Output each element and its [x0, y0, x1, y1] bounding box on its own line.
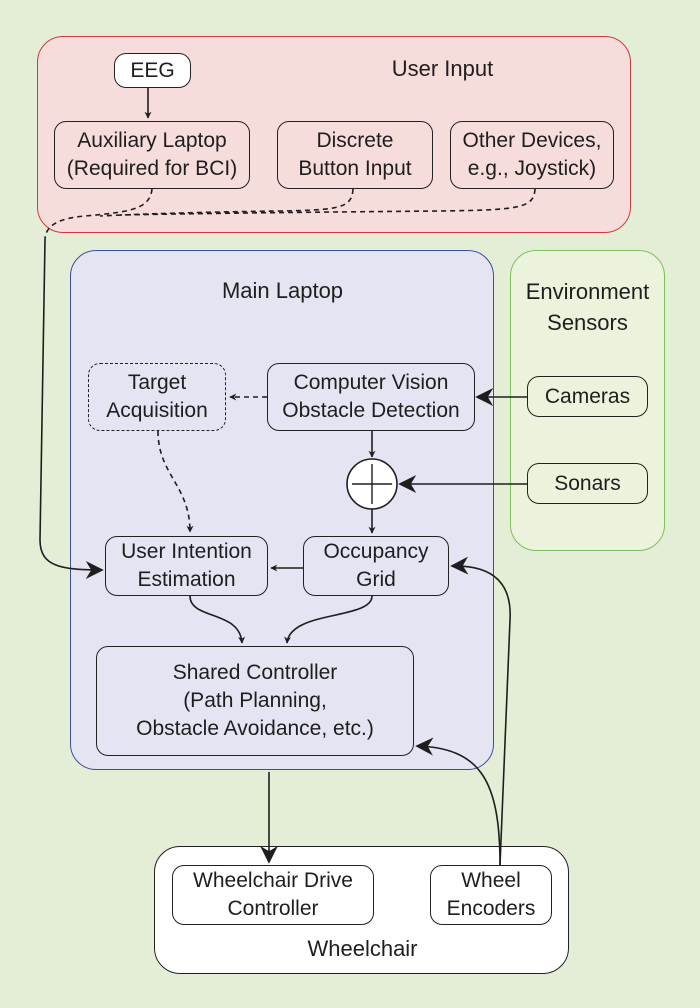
target-acquisition-node: Target Acquisition — [88, 363, 226, 431]
shared-controller-node: Shared Controller (Path Planning, Obstac… — [96, 646, 414, 756]
computer-vision-node: Computer Vision Obstacle Detection — [267, 363, 475, 431]
arrow-encoders-to-grid — [450, 556, 511, 866]
other-devices-node: Other Devices, e.g., Joystick) — [450, 121, 614, 189]
wheelchair-drive-controller-node: Wheelchair Drive Controller — [172, 865, 374, 925]
wheel-encoders-node: Wheel Encoders — [430, 865, 552, 925]
arrow-grid-to-controller — [284, 595, 373, 644]
user-input-label: User Input — [391, 56, 494, 81]
cameras-node: Cameras — [527, 376, 648, 417]
dashed-other-input — [119, 188, 536, 216]
auxiliary-laptop-node: Auxiliary Laptop (Required for BCI) — [54, 121, 250, 189]
arrow-input-to-intention — [39, 239, 104, 579]
user-intention-node: User Intention Estimation — [105, 536, 268, 596]
summation-node — [346, 458, 398, 510]
occupancy-grid-node: Occupancy Grid — [303, 536, 449, 596]
arrow-intention-to-controller — [189, 595, 246, 644]
sonars-node: Sonars — [527, 463, 648, 504]
discrete-button-input-node: Discrete Button Input — [277, 121, 433, 189]
main-laptop-group — [70, 250, 494, 770]
wheelchair-label: Wheelchair — [307, 936, 418, 961]
arrow-encoders-to-controller — [415, 737, 501, 866]
eeg-node: EEG — [114, 53, 191, 88]
arrow-target-to-intention — [157, 430, 194, 533]
environment-sensors-label: Environment Sensors — [525, 279, 650, 335]
main-laptop-label: Main Laptop — [221, 278, 344, 303]
